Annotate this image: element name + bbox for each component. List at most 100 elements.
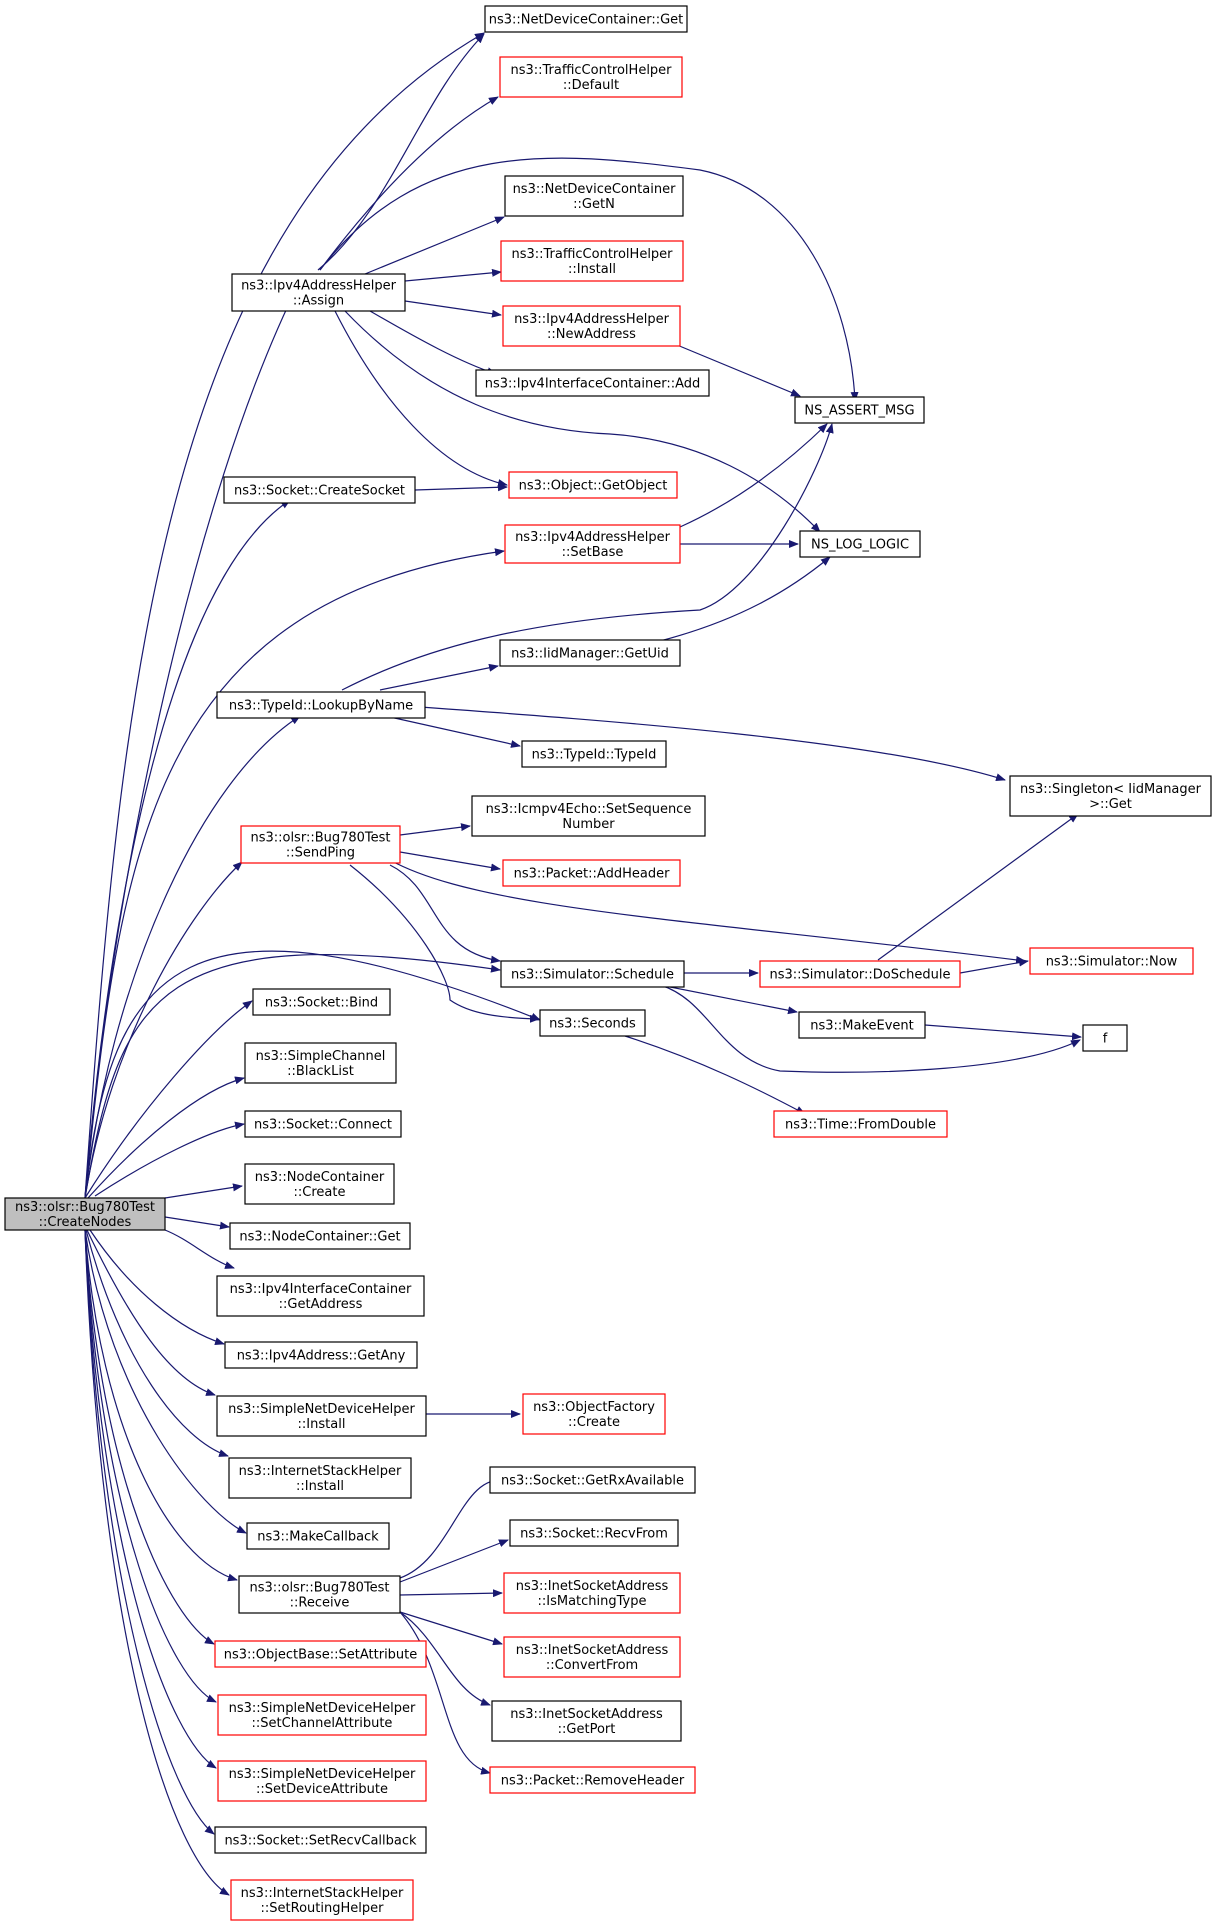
node-addheader[interactable]: ns3::Packet::AddHeader xyxy=(502,859,681,887)
node-label: ns3::Object::GetObject xyxy=(519,479,668,494)
node-sndh-install[interactable]: ns3::SimpleNetDeviceHelper::Install xyxy=(216,1395,427,1437)
node-ish-install[interactable]: ns3::InternetStackHelper::Install xyxy=(228,1457,412,1499)
node-label: ::Create xyxy=(568,1415,620,1430)
node-root[interactable]: ns3::olsr::Bug780Test::CreateNodes xyxy=(4,1197,166,1231)
edge-assign-to-ic-add xyxy=(369,310,497,375)
node-label: ns3::olsr::Bug780Test xyxy=(250,831,390,846)
node-box xyxy=(244,1163,395,1205)
node-of-create[interactable]: ns3::ObjectFactory::Create xyxy=(522,1393,666,1435)
edge-sendping-to-seconds xyxy=(349,864,540,1023)
node-assign[interactable]: ns3::Ipv4AddressHelper::Assign xyxy=(231,273,406,312)
node-box xyxy=(502,305,681,347)
edge-root-to-blacklist xyxy=(87,1076,245,1199)
node-setdeviceattr[interactable]: ns3::SimpleNetDeviceHelper::SetDeviceAtt… xyxy=(217,1760,427,1802)
node-box xyxy=(794,396,925,424)
node-makecallback[interactable]: ns3::MakeCallback xyxy=(246,1522,390,1550)
node-schedule[interactable]: ns3::Simulator::Schedule xyxy=(500,960,685,988)
node-nc-create[interactable]: ns3::NodeContainer::Create xyxy=(244,1163,395,1205)
node-setchannelattr[interactable]: ns3::SimpleNetDeviceHelper::SetChannelAt… xyxy=(217,1694,427,1736)
node-box xyxy=(489,1766,696,1794)
node-sendping[interactable]: ns3::olsr::Bug780Test::SendPing xyxy=(240,825,401,864)
node-label: f xyxy=(1103,1032,1108,1047)
edge-sendping-to-addheader xyxy=(399,851,501,872)
node-box xyxy=(504,524,681,564)
node-connect[interactable]: ns3::Socket::Connect xyxy=(244,1110,402,1138)
node-label: ns3::Socket::SetRecvCallback xyxy=(224,1834,417,1849)
node-rxavail[interactable]: ns3::Socket::GetRxAvailable xyxy=(489,1466,696,1494)
node-label: ns3::Ipv4AddressHelper xyxy=(515,530,671,545)
node-getany[interactable]: ns3::Ipv4Address::GetAny xyxy=(224,1341,418,1369)
node-label: ::ConvertFrom xyxy=(546,1658,638,1673)
node-label: ns3::InetSocketAddress xyxy=(516,1643,669,1658)
node-setbase[interactable]: ns3::Ipv4AddressHelper::SetBase xyxy=(504,524,681,564)
node-blacklist[interactable]: ns3::SimpleChannel::BlackList xyxy=(244,1042,397,1084)
node-typeid[interactable]: ns3::TypeId::TypeId xyxy=(521,740,667,768)
node-box xyxy=(500,960,685,988)
node-tch-install[interactable]: ns3::TrafficControlHelper::Install xyxy=(500,240,684,282)
node-lookup[interactable]: ns3::TypeId::LookupByName xyxy=(216,691,426,719)
node-createsocket[interactable]: ns3::Socket::CreateSocket xyxy=(223,476,416,504)
node-doschedule[interactable]: ns3::Simulator::DoSchedule xyxy=(759,960,961,988)
node-box xyxy=(230,1879,414,1921)
node-label: ::Default xyxy=(563,78,619,93)
edge-lookup-to-typeid xyxy=(389,716,521,748)
node-box xyxy=(228,1457,412,1499)
node-getaddress[interactable]: ns3::Ipv4InterfaceContainer::GetAddress xyxy=(216,1275,425,1317)
node-getport[interactable]: ns3::InetSocketAddress::GetPort xyxy=(491,1700,682,1742)
node-logic[interactable]: NS_LOG_LOGIC xyxy=(799,530,921,558)
node-box xyxy=(509,1519,679,1547)
node-box xyxy=(521,740,667,768)
node-label: ns3::Socket::Connect xyxy=(254,1118,392,1133)
edge-schedule-to-makeevent xyxy=(659,984,798,1015)
node-box xyxy=(491,1700,682,1742)
node-recvfrom[interactable]: ns3::Socket::RecvFrom xyxy=(509,1519,679,1547)
node-label: ns3::TrafficControlHelper xyxy=(511,247,673,262)
edge-seconds-to-fromdouble xyxy=(624,1035,806,1115)
node-assert[interactable]: NS_ASSERT_MSG xyxy=(794,396,925,424)
edge-root-to-getany xyxy=(89,1229,225,1346)
node-f[interactable]: f xyxy=(1082,1024,1128,1052)
node-label: ns3::Time::FromDouble xyxy=(785,1118,936,1133)
edge-root-to-makecallback xyxy=(84,1229,247,1534)
node-label: ns3::InetSocketAddress xyxy=(510,1707,663,1722)
node-tch-default[interactable]: ns3::TrafficControlHelper::Default xyxy=(499,56,683,98)
node-nd-get[interactable]: ns3::NetDeviceContainer::Get xyxy=(484,5,688,33)
node-ic-add[interactable]: ns3::Ipv4InterfaceContainer::Add xyxy=(475,369,710,397)
node-makeevent[interactable]: ns3::MakeEvent xyxy=(798,1011,926,1039)
node-setrouting[interactable]: ns3::InternetStackHelper::SetRoutingHelp… xyxy=(230,1879,414,1921)
node-label: ns3::olsr::Bug780Test xyxy=(15,1200,155,1215)
node-box xyxy=(773,1110,948,1138)
node-convertfrom[interactable]: ns3::InetSocketAddress::ConvertFrom xyxy=(503,1636,681,1678)
edge-root-to-nc-create xyxy=(164,1183,243,1199)
node-getobject[interactable]: ns3::Object::GetObject xyxy=(508,471,678,499)
node-newaddress[interactable]: ns3::Ipv4AddressHelper::NewAddress xyxy=(502,305,681,347)
edge-getuid-to-logic xyxy=(659,556,831,642)
node-seconds[interactable]: ns3::Seconds xyxy=(539,1009,646,1037)
node-getuid[interactable]: ns3::IidManager::GetUid xyxy=(499,639,681,667)
node-box xyxy=(500,240,684,282)
node-ndc-getn[interactable]: ns3::NetDeviceContainer::GetN xyxy=(504,175,684,217)
node-box xyxy=(539,1009,646,1037)
node-label: ns3::MakeEvent xyxy=(810,1019,914,1034)
node-setrecvcallback[interactable]: ns3::Socket::SetRecvCallback xyxy=(214,1826,427,1854)
node-receive[interactable]: ns3::olsr::Bug780Test::Receive xyxy=(238,1575,401,1614)
node-box xyxy=(240,825,401,864)
edge-root-to-seconds xyxy=(84,950,541,1199)
node-bind[interactable]: ns3::Socket::Bind xyxy=(252,988,391,1016)
edge-receive-to-getport xyxy=(399,1611,491,1706)
node-removeheader[interactable]: ns3::Packet::RemoveHeader xyxy=(489,1766,696,1794)
edge-assign-to-nd-get xyxy=(317,33,485,271)
node-singleton[interactable]: ns3::Singleton< IidManager >::Get xyxy=(1009,775,1212,817)
edge-root-to-createsocket xyxy=(84,499,291,1199)
node-label: ::Assign xyxy=(293,294,344,309)
node-nc-get[interactable]: ns3::NodeContainer::Get xyxy=(229,1222,411,1250)
node-label: ns3::Simulator::Schedule xyxy=(511,968,674,983)
node-setattribute[interactable]: ns3::ObjectBase::SetAttribute xyxy=(214,1640,427,1668)
node-ismatching[interactable]: ns3::InetSocketAddress::IsMatchingType xyxy=(503,1572,681,1614)
node-now[interactable]: ns3::Simulator::Now xyxy=(1029,947,1194,975)
node-box xyxy=(216,691,426,719)
node-fromdouble[interactable]: ns3::Time::FromDouble xyxy=(773,1110,948,1138)
call-edges xyxy=(84,32,1082,1896)
node-label: ns3::NodeContainer xyxy=(255,1170,385,1185)
